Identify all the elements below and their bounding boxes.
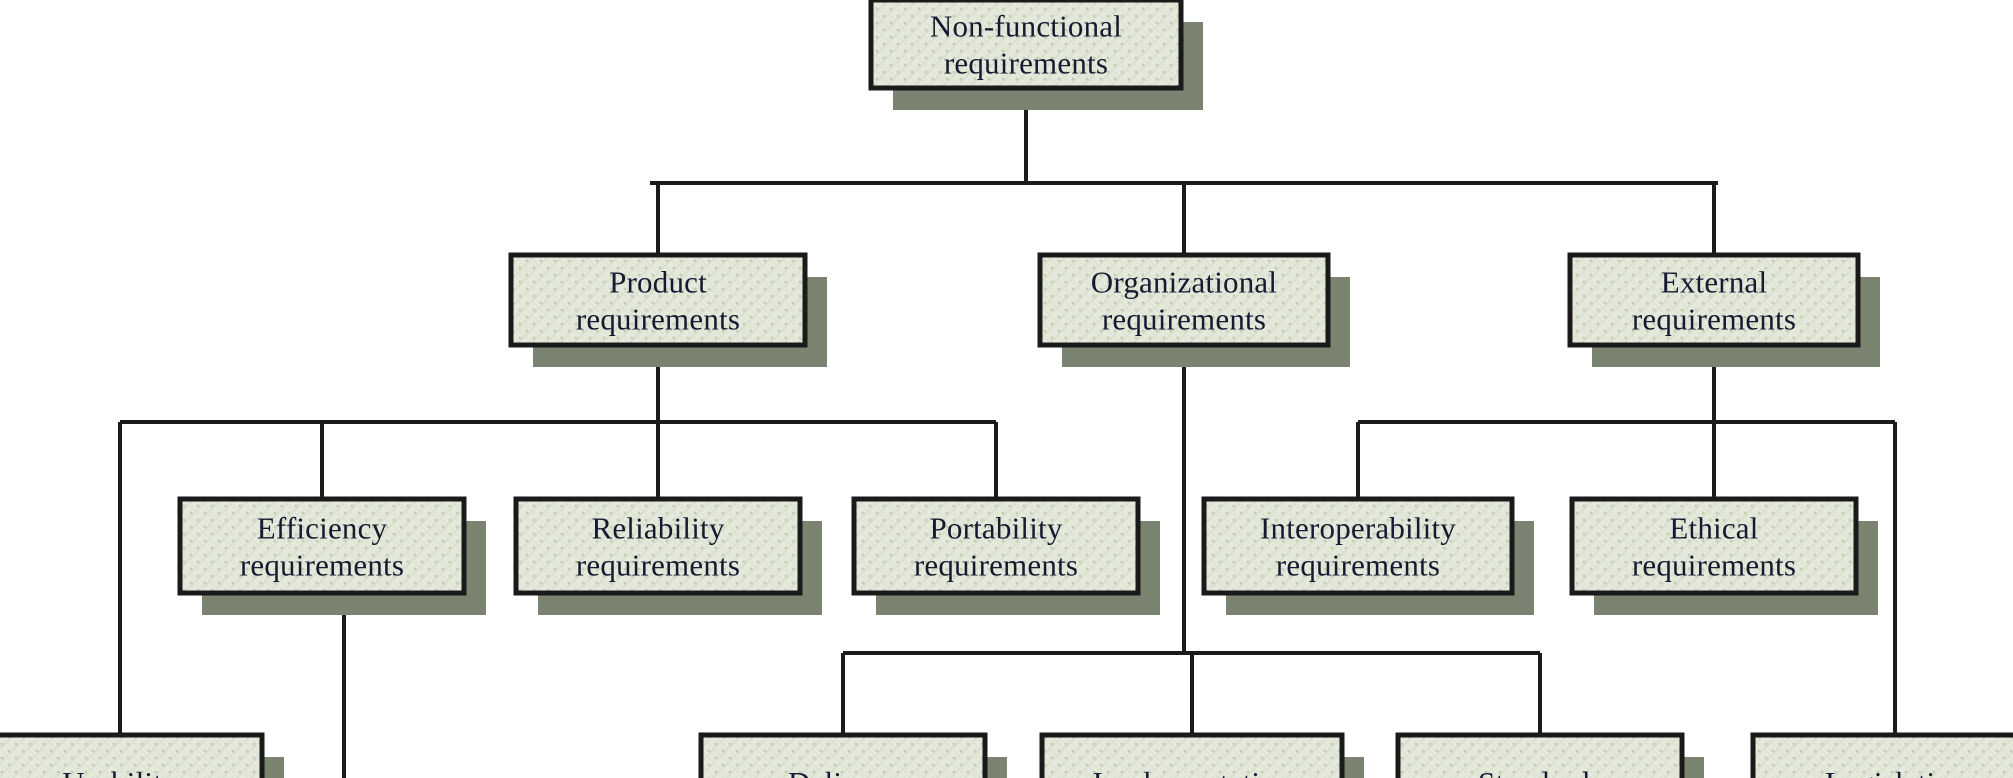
- node-label-efficiency: Efficiency: [257, 511, 388, 546]
- node-box-root[interactable]: [868, 0, 1184, 91]
- node-label-interoperability: Interoperability: [1260, 511, 1456, 546]
- node-box-standards[interactable]: [1395, 732, 1685, 778]
- node-label-root: Non-functional: [930, 9, 1122, 44]
- node-box-organizational[interactable]: [1037, 252, 1331, 348]
- node-box-implementation[interactable]: [1039, 732, 1345, 778]
- node-box-ethical[interactable]: [1569, 496, 1859, 596]
- node-label-implementation: Implementation: [1092, 765, 1291, 778]
- node-label-standards: Standards: [1478, 765, 1602, 778]
- node-label-product: requirements: [576, 302, 740, 337]
- node-box-efficiency[interactable]: [177, 496, 467, 596]
- node-label-external: External: [1661, 265, 1768, 300]
- node-box-delivery[interactable]: [698, 732, 988, 778]
- node-box-reliability[interactable]: [513, 496, 803, 596]
- node-delivery[interactable]: Delivery: [698, 732, 1007, 778]
- node-label-ethical: requirements: [1632, 548, 1796, 583]
- node-label-usability: Usability: [62, 765, 178, 778]
- node-box-external[interactable]: [1567, 252, 1861, 348]
- node-standards[interactable]: Standards: [1395, 732, 1704, 778]
- node-legislative[interactable]: Legislative: [1750, 732, 2013, 778]
- node-box-interoperability[interactable]: [1201, 496, 1515, 596]
- node-usability[interactable]: Usability: [0, 732, 284, 778]
- node-label-ethical: Ethical: [1669, 511, 1758, 546]
- node-label-interoperability: requirements: [1276, 548, 1440, 583]
- node-label-external: requirements: [1632, 302, 1796, 337]
- node-label-portability: Portability: [929, 511, 1062, 546]
- node-implementation[interactable]: Implementation: [1039, 732, 1364, 778]
- node-label-portability: requirements: [914, 548, 1078, 583]
- node-label-reliability: requirements: [576, 548, 740, 583]
- node-label-organizational: requirements: [1102, 302, 1266, 337]
- node-label-reliability: Reliability: [591, 511, 724, 546]
- node-label-organizational: Organizational: [1091, 265, 1277, 300]
- node-box-legislative[interactable]: [1750, 732, 2013, 778]
- node-label-efficiency: requirements: [240, 548, 404, 583]
- node-label-delivery: Delivery: [788, 765, 898, 778]
- node-box-portability[interactable]: [851, 496, 1141, 596]
- node-box-product[interactable]: [508, 252, 808, 348]
- node-label-root: requirements: [944, 46, 1108, 81]
- node-label-product: Product: [609, 265, 707, 300]
- node-label-legislative: Legislative: [1825, 765, 1965, 778]
- connectors-layer: [118, 88, 1897, 778]
- node-box-usability[interactable]: [0, 732, 265, 778]
